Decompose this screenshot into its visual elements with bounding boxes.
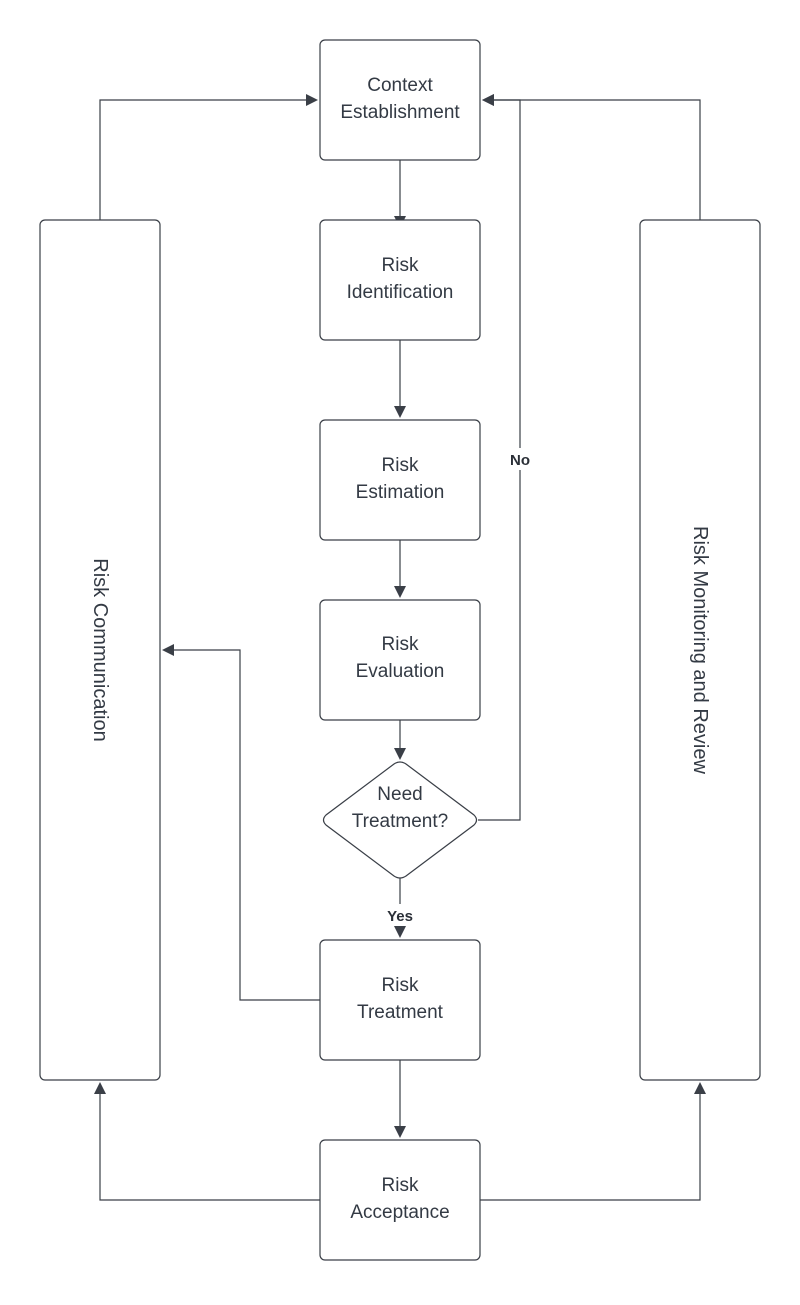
risk-evaluation-line-1: Risk [382,634,419,655]
risk-treatment-line-1: Risk [382,975,419,996]
edge-evaluation-to-decision [394,720,406,760]
context-establishment-line-2: Establishment [340,102,460,123]
risk-acceptance-line-2: Acceptance [350,1202,449,1223]
need-treatment-line-1: Need [377,784,422,805]
risk-monitoring-panel: Risk Monitoring and Review [639,219,761,1081]
context-establishment-node: Context Establishment [319,39,481,161]
edge-identification-to-estimation [394,340,406,418]
edge-monitoring-to-context [482,94,701,220]
edge-communication-to-context [99,94,318,220]
edge-estimation-to-evaluation [394,540,406,598]
risk-acceptance-line-1: Risk [382,1175,419,1196]
risk-communication-panel: Risk Communication [39,219,161,1081]
edge-treatment-to-acceptance [394,1060,406,1138]
risk-evaluation-line-2: Evaluation [356,661,445,682]
risk-estimation-node: Risk Estimation [319,419,481,541]
risk-treatment-node: Risk Treatment [319,939,481,1061]
risk-acceptance-node: Risk Acceptance [319,1139,481,1261]
no-label-text: No [510,452,530,469]
edge-treatment-to-communication [162,644,320,1001]
risk-identification-line-1: Risk [382,255,419,276]
risk-identification-node: Risk Identification [319,219,481,341]
need-treatment-line-2: Treatment? [352,811,448,832]
risk-estimation-line-1: Risk [382,455,419,476]
edge-acceptance-to-communication [94,1082,320,1201]
edge-context-to-identification [394,160,406,228]
yes-label-text: Yes [387,908,413,925]
risk-evaluation-node: Risk Evaluation [319,599,481,721]
risk-monitoring-label: Risk Monitoring and Review [689,526,711,774]
risk-estimation-line-2: Estimation [356,482,445,503]
edge-acceptance-to-monitoring [480,1082,706,1201]
yes-edge-label: Yes [382,904,418,926]
need-treatment-decision: Need Treatment? [322,761,478,879]
risk-communication-label: Risk Communication [89,558,111,741]
risk-treatment-line-2: Treatment [357,1002,444,1023]
risk-identification-line-2: Identification [347,282,454,303]
no-edge-label: No [506,448,534,470]
context-establishment-line-1: Context [367,75,433,96]
